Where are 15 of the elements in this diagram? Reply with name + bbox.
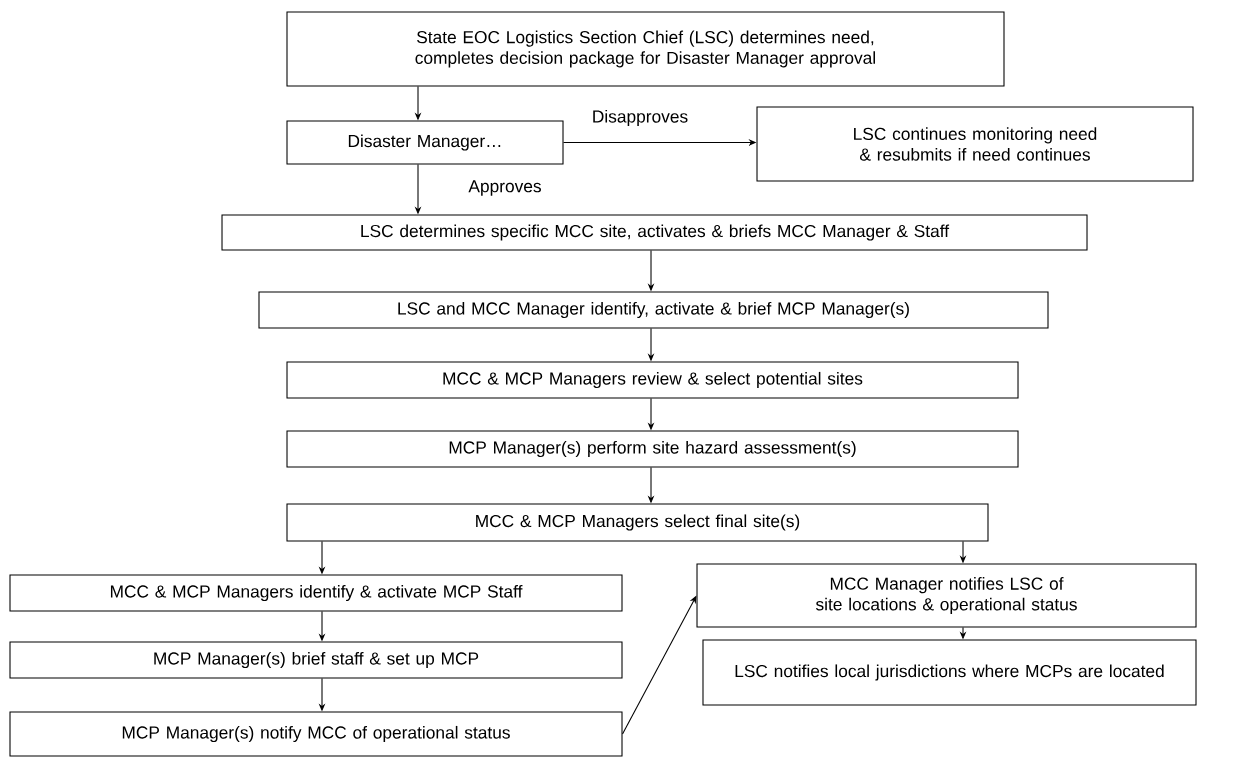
process-box: MCC & MCP Managers identify & activate MCP Staff <box>9 574 623 612</box>
process-box: State EOC Logistics Section Chief (LSC) determines need, completes decision package for Disaster Manager approval <box>286 11 1005 87</box>
process-box: LSC notifies local jurisdictions where MCPs are located <box>702 639 1197 706</box>
edge-label: Disapproves <box>590 108 690 128</box>
process-box: LSC continues monitoring need & resubmits if need continues <box>756 106 1194 182</box>
process-box: MCC Manager notifies LSC of site locations & operational status <box>696 563 1197 628</box>
process-box: MCP Manager(s) brief staff & set up MCP <box>9 641 623 679</box>
process-box: Disaster Manager… <box>286 120 564 165</box>
process-box: MCC & MCP Managers select final site(s) <box>286 503 989 542</box>
process-box: MCP Manager(s) notify MCC of operational status <box>9 711 623 757</box>
process-box: MCP Manager(s) perform site hazard assessment(s) <box>286 430 1019 468</box>
process-box: LSC determines specific MCC site, activates & briefs MCC Manager & Staff <box>221 214 1088 251</box>
process-box: MCC & MCP Managers review & select potential sites <box>286 361 1019 399</box>
process-box: LSC and MCC Manager identify, activate & brief MCP Manager(s) <box>258 291 1049 329</box>
edge-label: Approves <box>467 178 543 198</box>
